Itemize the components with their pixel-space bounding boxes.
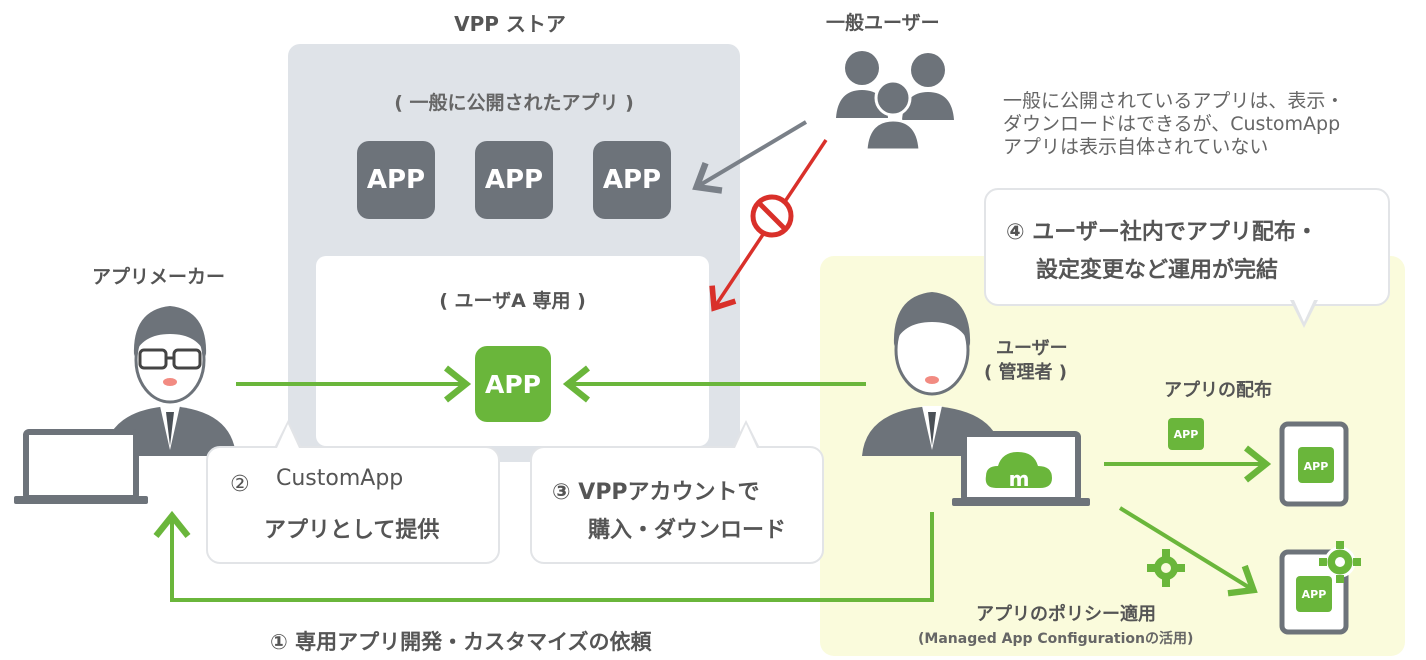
browse-public-arrow	[692, 120, 808, 194]
policy-arrow	[1118, 506, 1258, 597]
note-line-1: 一般に公開されているアプリは、表示・	[1003, 90, 1345, 112]
step2-line1: CustomApp	[276, 466, 404, 491]
general-users-icon	[836, 51, 954, 152]
policy-sub-label: (Managed App Configurationの活用)	[918, 631, 1194, 647]
general-users-label: 一般ユーザー	[826, 12, 940, 34]
svg-text:APP: APP	[1174, 428, 1199, 441]
distribution-label: アプリの配布	[1164, 380, 1272, 401]
gear-icon	[1319, 541, 1361, 583]
step2-number: ②	[230, 472, 250, 497]
step2-bubble	[206, 446, 500, 564]
custom-app-tile: APP	[475, 346, 551, 422]
admin-label-line1: ユーザー	[996, 338, 1068, 359]
public-app-tile-3: APP	[593, 141, 671, 219]
step4-line1: ④ ユーザー社内でアプリ配布・	[1006, 220, 1318, 245]
prohibited-icon	[750, 194, 794, 238]
maker-laptop-icon	[14, 429, 148, 504]
public-app-tile-2: APP	[475, 141, 553, 219]
policy-gear-icon	[1147, 549, 1185, 587]
step3-line2: 購入・ダウンロード	[588, 518, 787, 543]
step3-line1: ③ VPPアカウントで	[552, 480, 760, 505]
note-line-2: ダウンロードはできるが、CustomApp	[1003, 113, 1341, 135]
visibility-note: 一般に公開されているアプリは、表示・ ダウンロードはできるが、CustomApp…	[1003, 90, 1426, 159]
step3-bubble	[530, 446, 824, 564]
app-maker-label: アプリメーカー	[92, 266, 226, 288]
admin-laptop-icon: m	[952, 431, 1090, 506]
tablet-icon-1: APP	[1279, 421, 1349, 507]
policy-label: アプリのポリシー適用	[976, 604, 1156, 625]
step4-line2: 設定変更など運用が完結	[1036, 258, 1279, 283]
distributed-app-icon: APP	[1168, 418, 1204, 450]
svg-text:APP: APP	[1304, 460, 1329, 473]
step1-label: ① 専用アプリ開発・カスタマイズの依頼	[270, 630, 652, 654]
svg-text:m: m	[1009, 467, 1030, 491]
note-line-3: アプリは表示自体されていない	[1003, 136, 1269, 158]
svg-text:APP: APP	[1302, 588, 1327, 601]
request-arrow	[153, 510, 934, 602]
public-app-tile-1: APP	[357, 141, 435, 219]
private-apps-label: ( ユーザA 専用 )	[439, 290, 586, 312]
public-apps-label: ( 一般に公開されたアプリ )	[394, 92, 634, 114]
vpp-store-title: VPP ストア	[454, 12, 566, 36]
step2-line2: アプリとして提供	[264, 518, 440, 543]
step4-bubble	[984, 188, 1390, 306]
admin-label-line2: ( 管理者 )	[984, 362, 1067, 383]
